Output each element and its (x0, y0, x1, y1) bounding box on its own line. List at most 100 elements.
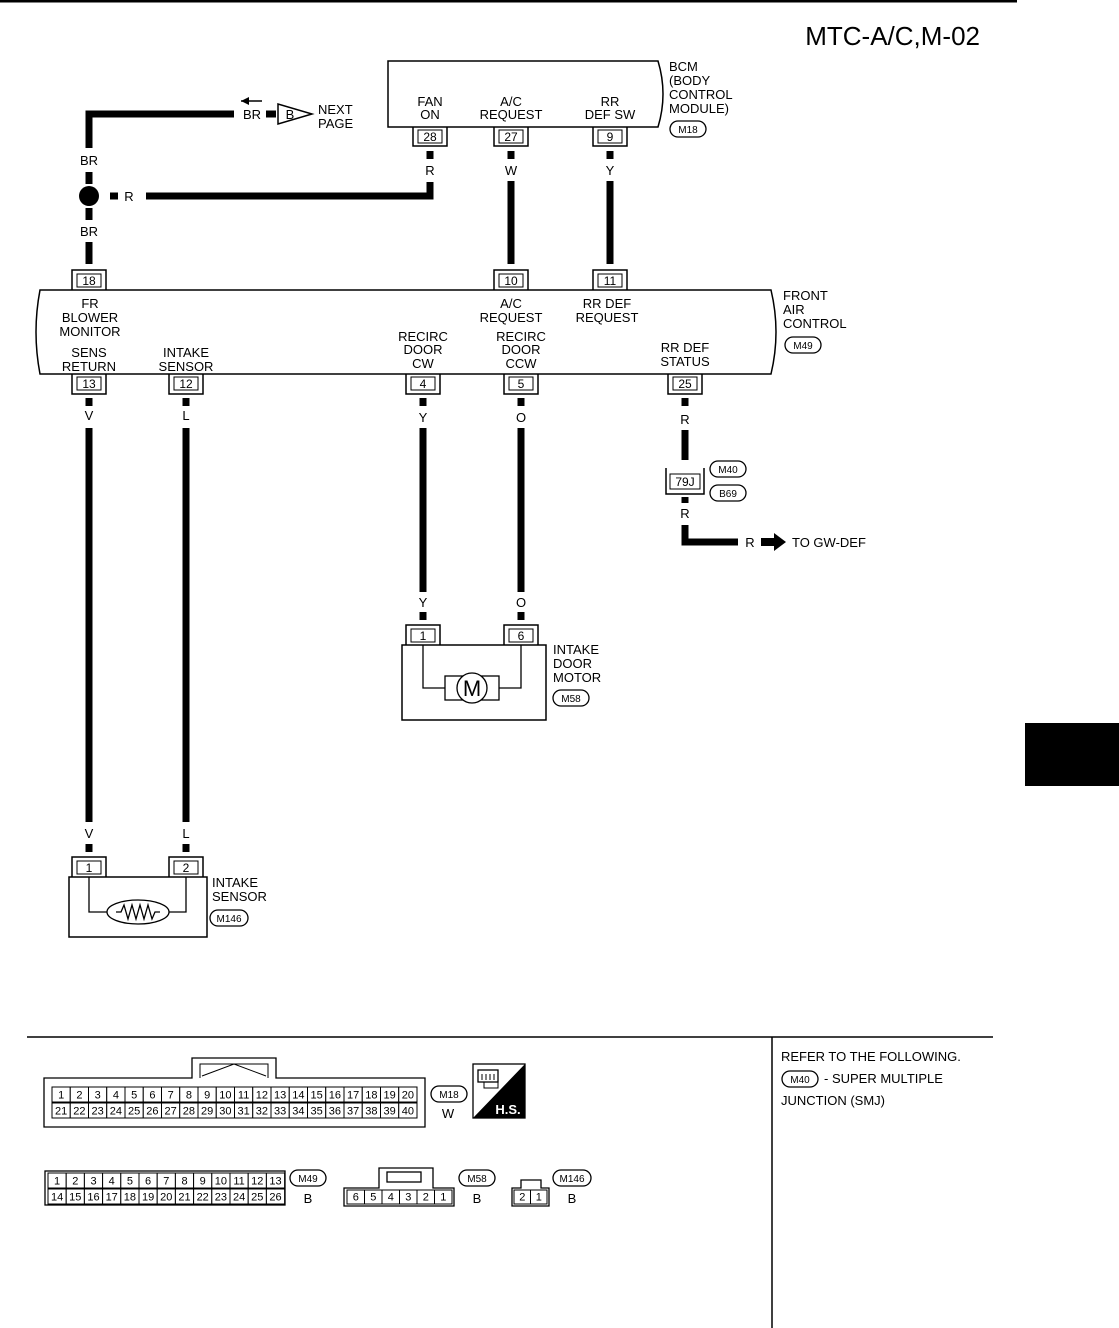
refer-note: REFER TO THE FOLLOWING. M40 - SUPER MULT… (781, 1049, 961, 1108)
fac-pin-11: 11 (592, 269, 628, 290)
cavity-number: 1 (58, 1090, 64, 1102)
bcm-pin27-label-2: REQUEST (480, 107, 543, 122)
cavity-number: 12 (251, 1176, 263, 1188)
fac-pin11-label-2: REQUEST (576, 310, 639, 325)
cavity-number: 6 (149, 1090, 155, 1102)
fac-pin4-label-3: CW (412, 356, 434, 371)
refer-note-line3: JUNCTION (SMJ) (781, 1093, 885, 1108)
m58-color: B (473, 1191, 482, 1206)
m49-connector-id: M49 (298, 1174, 318, 1185)
cavity-number: 4 (113, 1090, 119, 1102)
cavity-number: 21 (55, 1106, 67, 1118)
cavity-number: 10 (219, 1090, 231, 1102)
fac-pin25-label-1: RR DEF (661, 340, 709, 355)
bcm-name-4: MODULE) (669, 101, 729, 116)
cavity-number: 1 (54, 1176, 60, 1188)
cavity-number: 2 (519, 1192, 525, 1204)
junction-wire-out: R (680, 506, 689, 521)
wire-y-color-top: Y (419, 410, 428, 425)
splice-point: BR BR (79, 153, 99, 264)
junction-connector-1: M40 (718, 465, 738, 476)
bcm-name-1: BCM (669, 59, 698, 74)
fac-pin10-num: 10 (504, 274, 518, 288)
m58-connector-id: M58 (467, 1174, 487, 1185)
bcm-pin28-label-1: FAN (417, 94, 442, 109)
bcm-pin9-label-2: DEF SW (585, 107, 636, 122)
connector-cavity (265, 1172, 286, 1189)
m18-color: W (442, 1106, 455, 1121)
fac-pin13-label-2: RETURN (62, 359, 116, 374)
cavity-number: 14 (51, 1192, 63, 1204)
fac-name-1: FRONT (783, 288, 828, 303)
wire-bcm-rr-def: Y (606, 151, 615, 264)
fac-pin11-label-1: RR DEF (583, 296, 631, 311)
cavity-number: 15 (69, 1192, 81, 1204)
next-page-tag: B (286, 107, 295, 122)
fac-pin12-label-1: INTAKE (163, 345, 209, 360)
fac-pin13-label-1: SENS (71, 345, 107, 360)
cavity-number: 24 (110, 1106, 122, 1118)
junction-arrow-color: R (745, 535, 754, 550)
fac-pin18-num: 18 (82, 274, 96, 288)
fac-pin-18: 18 (71, 269, 107, 290)
cavity-number: 5 (127, 1176, 133, 1188)
fac-pin10-label-2: REQUEST (480, 310, 543, 325)
motor-pin6-num: 6 (518, 629, 525, 643)
cavity-number: 3 (95, 1090, 101, 1102)
next-page-link: BR B NEXT PAGE (85, 97, 353, 148)
fac-pin5-num: 5 (518, 377, 525, 391)
motor-name-1: INTAKE (553, 642, 599, 657)
fac-name-3: CONTROL (783, 316, 847, 331)
motor-pin-1: 1 (405, 624, 441, 645)
cavity-number: 18 (124, 1192, 136, 1204)
wire-bcm-fan-on: R R (110, 151, 435, 204)
cavity-number: 19 (142, 1192, 154, 1204)
fac-pin13-num: 13 (82, 377, 96, 391)
cavity-number: 2 (423, 1192, 429, 1204)
cavity-number: 22 (73, 1106, 85, 1118)
m49-color: B (304, 1191, 313, 1206)
next-page-label-2: PAGE (318, 116, 353, 131)
cavity-number: 12 (256, 1090, 268, 1102)
fac-pin5-label-2: DOOR (502, 342, 541, 357)
cavity-number: 26 (146, 1106, 158, 1118)
cavity-number: 28 (183, 1106, 195, 1118)
cavity-number: 7 (163, 1176, 169, 1188)
cavity-number: 31 (238, 1106, 250, 1118)
cavity-number: 23 (215, 1192, 227, 1204)
splice-top-color: BR (80, 153, 98, 168)
fac-pin25-num: 25 (678, 377, 692, 391)
cavity-number: 35 (311, 1106, 323, 1118)
arrow-right-icon (761, 533, 786, 551)
junction-destination: TO GW-DEF (792, 535, 866, 550)
bcm-pin28-label-2: ON (420, 107, 440, 122)
connector-cavity (398, 1086, 418, 1103)
refer-note-connector: M40 (790, 1075, 810, 1086)
cavity-number: 7 (168, 1090, 174, 1102)
bcm-pin-28: 28 (412, 127, 448, 147)
sensor-name-2: SENSOR (212, 889, 267, 904)
wire-v: V V (85, 398, 94, 852)
m146-connector-id: M146 (559, 1174, 584, 1185)
cavity-number: 8 (186, 1090, 192, 1102)
fac-pin18-label-3: MONITOR (59, 324, 120, 339)
page-title: MTC-A/C,M-02 (805, 21, 980, 51)
splice-side-color: R (124, 189, 133, 204)
sensor-pin2-num: 2 (183, 861, 190, 875)
fac-connector: M49 (793, 341, 813, 352)
refer-note-line1: REFER TO THE FOLLOWING. (781, 1049, 961, 1064)
cavity-number: 5 (370, 1192, 376, 1204)
cavity-number: 6 (145, 1176, 151, 1188)
cavity-number: 20 (160, 1192, 172, 1204)
connector-cavity (398, 1102, 418, 1119)
cavity-number: 36 (329, 1106, 341, 1118)
cavity-number: 1 (440, 1192, 446, 1204)
sensor-name-1: INTAKE (212, 875, 258, 890)
fac-pin-13: 13 (71, 374, 107, 395)
cavity-number: 30 (219, 1106, 231, 1118)
motor-pin1-num: 1 (420, 629, 427, 643)
